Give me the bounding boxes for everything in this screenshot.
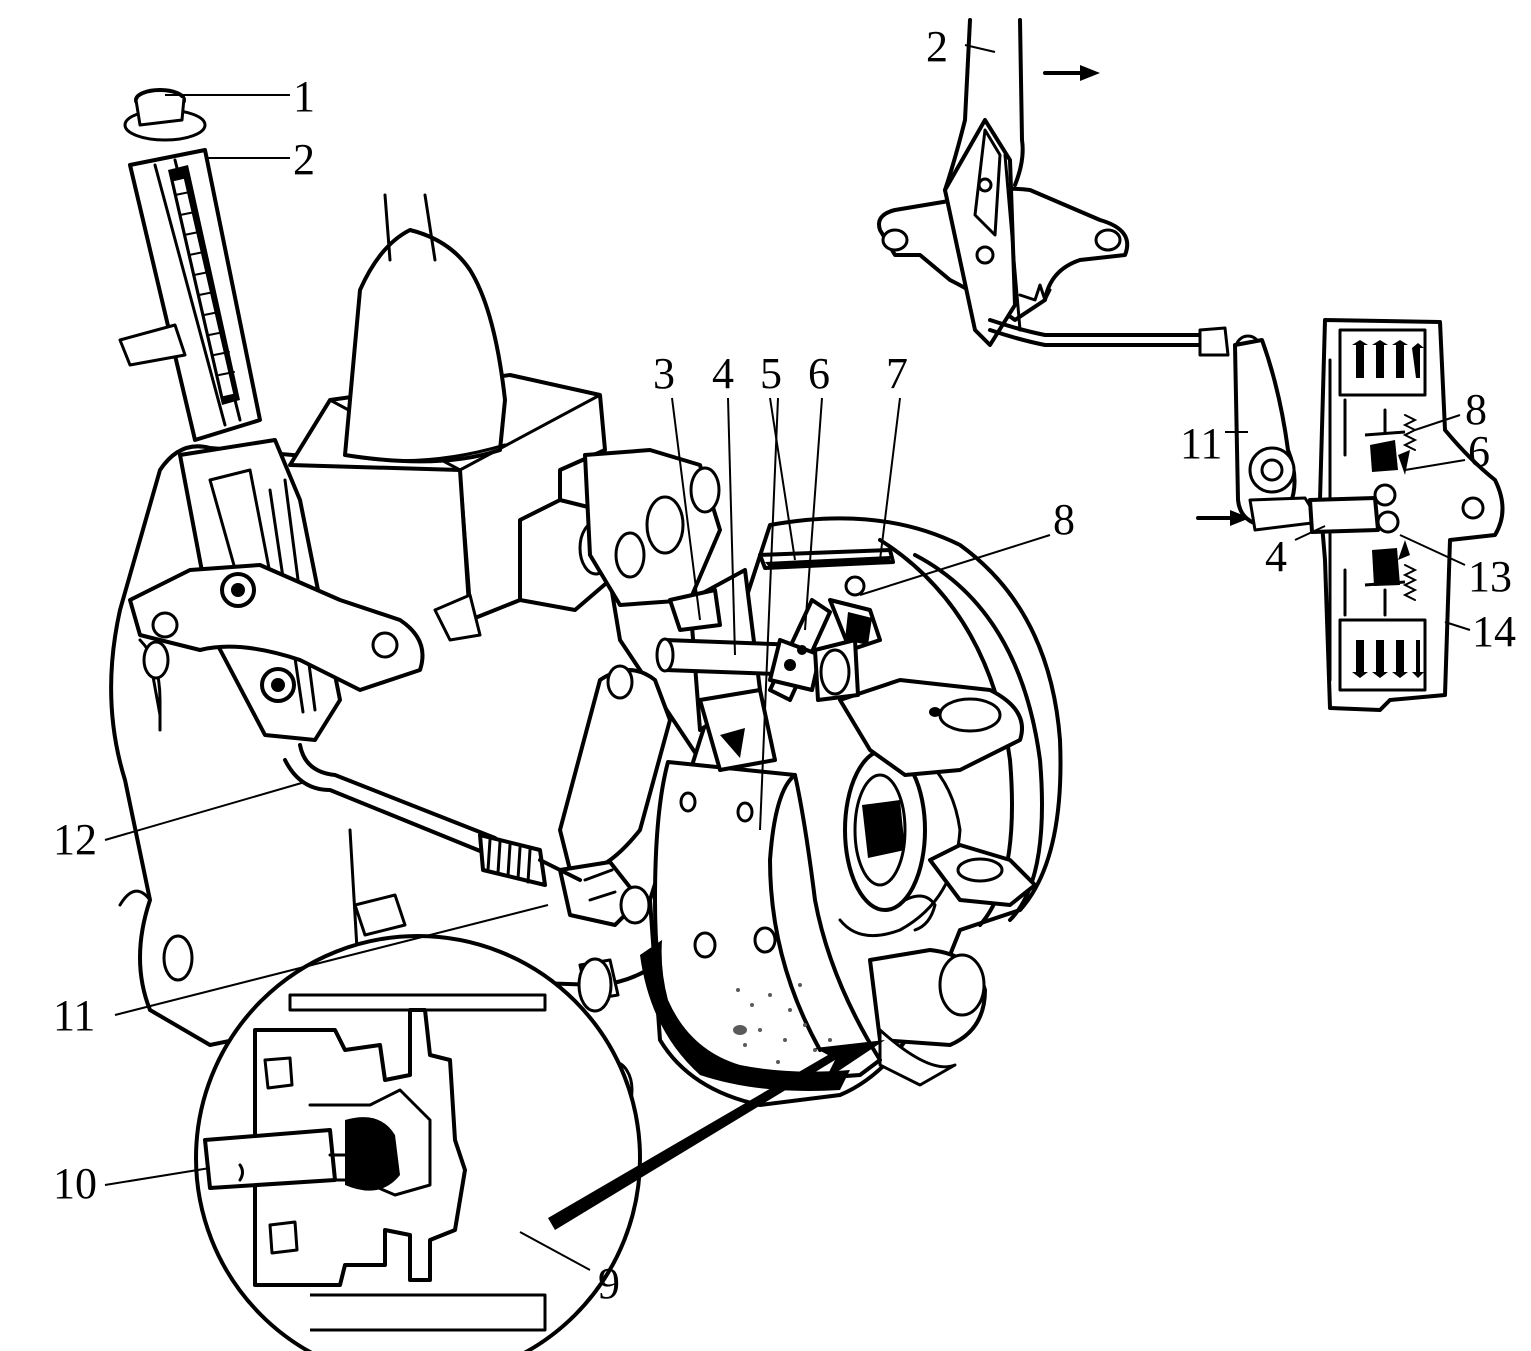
callout-2-lever: 2 xyxy=(293,135,315,184)
callout-6-inset: 6 xyxy=(1468,427,1490,476)
inset-lever-view xyxy=(877,18,1262,362)
callout-14: 14 xyxy=(1472,607,1516,656)
callout-11-inset: 11 xyxy=(1180,419,1223,468)
pull-rod xyxy=(283,743,582,887)
callout-10: 10 xyxy=(53,1159,97,1208)
leader-lines xyxy=(104,44,1471,1271)
callout-4-inset: 4 xyxy=(1265,532,1287,581)
inset-section-view xyxy=(1196,318,1505,712)
callout-5: 5 xyxy=(760,349,782,398)
callout-9: 9 xyxy=(598,1259,620,1308)
callout-8-inset: 8 xyxy=(1465,385,1487,434)
callout-4-main: 4 xyxy=(712,349,734,398)
brake-shoe xyxy=(640,760,882,1091)
detail-view xyxy=(194,934,885,1351)
callout-1: 1 xyxy=(293,72,315,121)
link-arm xyxy=(558,664,672,927)
callout-7: 7 xyxy=(886,349,908,398)
callout-11-main: 11 xyxy=(53,991,96,1040)
lever-spring xyxy=(170,175,237,400)
callout-3: 3 xyxy=(653,349,675,398)
callout-2-inset: 2 xyxy=(926,22,948,71)
callout-8-main: 8 xyxy=(1053,495,1075,544)
actuator-mechanism xyxy=(655,548,895,772)
callout-6-main: 6 xyxy=(808,349,830,398)
lining-stipple xyxy=(733,983,832,1064)
callout-13: 13 xyxy=(1468,552,1512,601)
callout-12: 12 xyxy=(53,815,97,864)
housing-bosses xyxy=(433,448,722,642)
hand-lever xyxy=(118,88,425,742)
